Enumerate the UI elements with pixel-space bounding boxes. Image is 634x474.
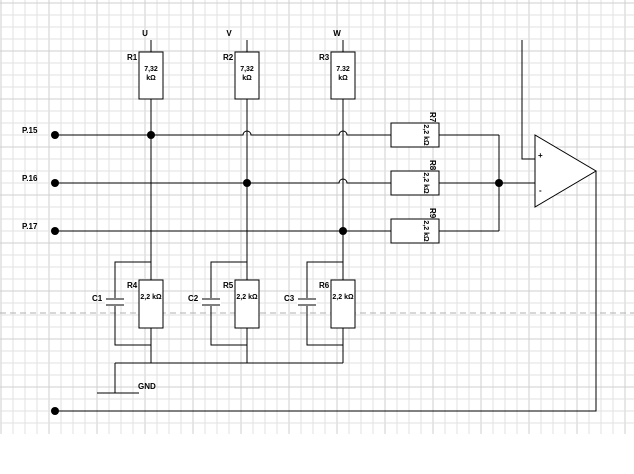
- resistor-r1: 7,32 kΩ R1: [127, 51, 164, 100]
- resistor-r2-unit: kΩ: [242, 75, 252, 82]
- resistor-r2: 7,32 kΩ R2: [223, 51, 260, 100]
- port-label-p15: P.15: [22, 126, 38, 135]
- resistor-r3-unit: kΩ: [338, 75, 348, 82]
- terminal-p17: [51, 227, 59, 235]
- port-label-p17: P.17: [22, 222, 38, 231]
- resistor-r2-value: 7,32: [240, 66, 254, 73]
- resistor-r3-label: R3: [319, 53, 330, 62]
- resistor-r7-label: R7: [428, 112, 437, 123]
- resistor-r3-value: 7.32: [336, 66, 350, 73]
- resistor-r4-label: R4: [127, 281, 138, 290]
- junction-w-p17: [339, 227, 347, 235]
- wires: [55, 40, 597, 412]
- port-label-p16: P.16: [22, 174, 38, 183]
- opamp-minus-label: -: [539, 186, 542, 195]
- opamp: + -: [534, 134, 597, 208]
- resistor-r2-label: R2: [223, 53, 234, 62]
- resistor-r9-value: 2,2 kΩ: [422, 220, 429, 242]
- capacitor-c2-label: C2: [188, 294, 199, 303]
- resistor-r3: 7.32 kΩ R3: [319, 51, 356, 100]
- phase-label-v: V: [226, 29, 232, 38]
- resistor-r8-value: 2,2 kΩ: [422, 172, 429, 194]
- resistor-r5: 2,2 kΩ R5: [223, 279, 260, 329]
- ground-label: GND: [138, 382, 156, 391]
- resistor-r1-label: R1: [127, 53, 138, 62]
- capacitor-c3: C3: [284, 294, 317, 306]
- resistor-r4-value: 2,2 kΩ: [140, 294, 162, 301]
- capacitor-c3-label: C3: [284, 294, 295, 303]
- resistor-r8: 2,2 kΩ R8: [390, 160, 440, 196]
- resistor-r8-label: R8: [428, 160, 437, 171]
- resistor-r6-label: R6: [319, 281, 330, 290]
- capacitor-c1-label: C1: [92, 294, 103, 303]
- resistor-r9: 2,2 kΩ R9: [390, 208, 440, 244]
- resistor-r5-label: R5: [223, 281, 234, 290]
- terminal-p16: [51, 179, 59, 187]
- phase-label-w: W: [333, 29, 341, 38]
- opamp-plus-label: +: [538, 151, 543, 160]
- phase-label-u: U: [142, 29, 148, 38]
- resistor-r7: 2,2 kΩ R7: [390, 112, 440, 148]
- resistor-r1-unit: kΩ: [146, 75, 156, 82]
- resistor-r9-label: R9: [428, 208, 437, 219]
- resistor-r7-value: 2,2 kΩ: [422, 124, 429, 146]
- junction-dots: [51, 131, 503, 415]
- junction-v-p16: [243, 179, 251, 187]
- terminal-p15: [51, 131, 59, 139]
- capacitor-c2: C2: [188, 294, 221, 306]
- capacitor-c1: C1: [92, 294, 125, 306]
- resistor-r1-value: 7,32: [144, 66, 158, 73]
- terminal-output: [51, 407, 59, 415]
- junction-summing-node: [495, 179, 503, 187]
- background-grid: [0, 0, 634, 434]
- resistor-r6-value: 2,2 kΩ: [332, 294, 354, 301]
- resistor-r4: 2,2 kΩ R4: [127, 279, 164, 329]
- junction-u-p15: [147, 131, 155, 139]
- resistor-r5-value: 2,2 kΩ: [236, 294, 258, 301]
- resistor-r6: 2,2 kΩ R6: [319, 279, 356, 329]
